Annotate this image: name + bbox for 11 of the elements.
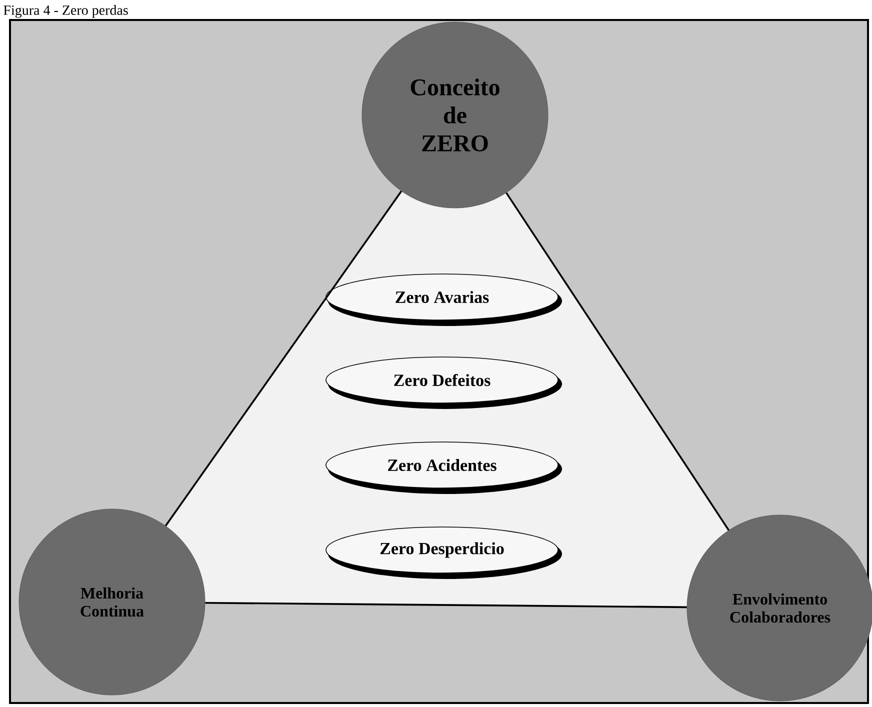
figure-title: Figura 4 - Zero perdas	[4, 5, 128, 18]
circle-node: Envolvimento Colaboradores	[686, 514, 872, 702]
circle-node: Melhoria Continua	[18, 508, 206, 696]
connector-line	[205, 602, 687, 608]
circle-node: Conceito de ZERO	[362, 22, 548, 208]
ellipse-node: Zero Acidentes	[326, 442, 562, 494]
connector-line	[164, 190, 402, 526]
ellipse-node: Zero Desperdicio	[326, 526, 562, 579]
ellipse-node: Zero Defeitos	[326, 356, 562, 409]
connector-line	[506, 192, 730, 531]
ellipse-node: Zero Avarias	[326, 274, 562, 326]
